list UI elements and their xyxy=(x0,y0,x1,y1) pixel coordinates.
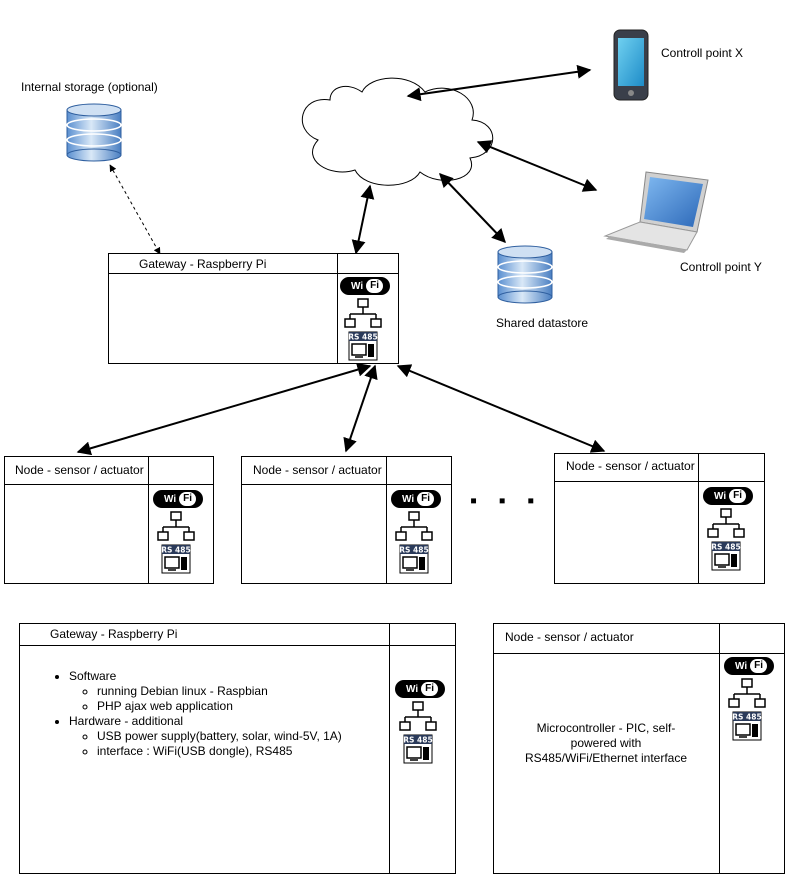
svg-text:RS 485: RS 485 xyxy=(711,543,740,552)
ethernet-network-icon xyxy=(344,298,382,328)
internal-storage-database-icon xyxy=(66,103,122,162)
shared-datastore-label: Shared datastore xyxy=(496,316,589,330)
rs485-computer-icon: RS 485 xyxy=(711,541,741,571)
gateway-detail-list: Software running Debian linux - Raspbian… xyxy=(55,669,342,759)
software-item: running Debian linux - Raspbian xyxy=(97,684,342,699)
software-heading: Software running Debian linux - Raspbian… xyxy=(69,669,342,714)
node-detail-title: Node - sensor / actuator xyxy=(505,630,634,644)
cloud-icon xyxy=(301,77,494,186)
laptop-icon xyxy=(603,171,709,253)
hardware-heading: Hardware - additional USB power supply(b… xyxy=(69,714,342,759)
hardware-item: interface : WiFi(USB dongle), RS485 xyxy=(97,744,342,759)
svg-text:RS 485: RS 485 xyxy=(348,333,377,342)
node-title-2: Node - sensor / actuator xyxy=(253,463,382,477)
smartphone-icon xyxy=(613,29,649,101)
controll-point-y-label: Controll point Y xyxy=(680,260,762,274)
ethernet-network-icon xyxy=(707,508,745,538)
svg-text:RS 485: RS 485 xyxy=(732,713,761,722)
node-detail-description: Microcontroller - PIC, self- powered wit… xyxy=(524,721,688,765)
rs485-computer-icon: RS 485 xyxy=(399,544,429,574)
shared-datastore-database-icon xyxy=(497,245,553,304)
node-detail-box: Node - sensor / actuator Microcontroller… xyxy=(493,623,785,874)
gateway-title: Gateway - Raspberry Pi xyxy=(139,257,267,271)
rs485-computer-icon: RS 485 xyxy=(161,544,191,574)
hardware-item: USB power supply(battery, solar, wind-5V… xyxy=(97,729,342,744)
ethernet-network-icon xyxy=(399,701,437,731)
rs485-computer-icon: RS 485 xyxy=(348,331,378,361)
ethernet-network-icon xyxy=(157,511,195,541)
ethernet-network-icon xyxy=(728,678,766,708)
gateway-detail-box: Gateway - Raspberry Pi Software running … xyxy=(19,623,456,874)
gateway-detail-title: Gateway - Raspberry Pi xyxy=(50,627,178,641)
node-title-1: Node - sensor / actuator xyxy=(15,463,144,477)
node-title-3: Node - sensor / actuator xyxy=(566,459,695,473)
software-item: PHP ajax web application xyxy=(97,699,342,714)
svg-text:RS 485: RS 485 xyxy=(161,546,190,555)
more-nodes-ellipsis: ▪ ▪ ▪ xyxy=(470,490,543,512)
svg-text:RS 485: RS 485 xyxy=(403,736,432,745)
ethernet-network-icon xyxy=(395,511,433,541)
controll-point-x-label: Controll point X xyxy=(661,46,744,60)
svg-text:RS 485: RS 485 xyxy=(399,546,428,555)
rs485-computer-icon: RS 485 xyxy=(732,711,762,741)
internal-storage-label: Internal storage (optional) xyxy=(21,80,158,94)
rs485-computer-icon: RS 485 xyxy=(403,734,433,764)
